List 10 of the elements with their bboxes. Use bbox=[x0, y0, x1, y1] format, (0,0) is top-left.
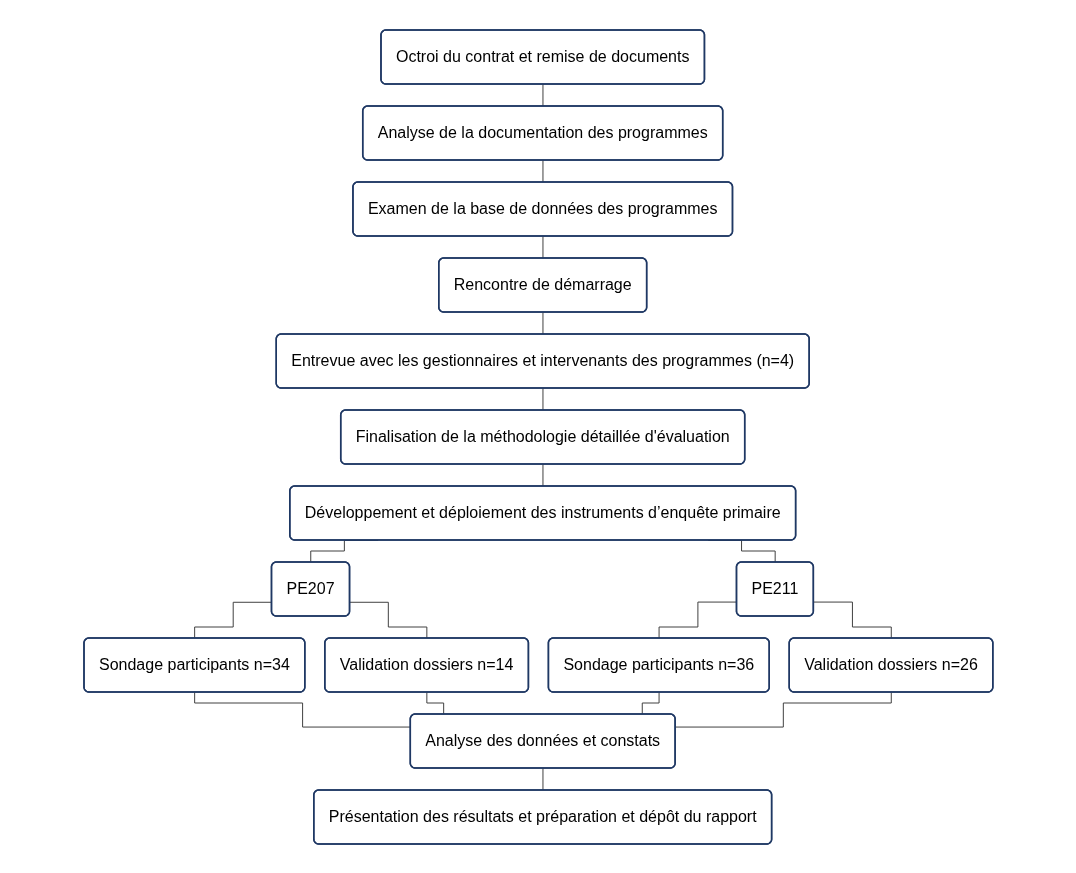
connector bbox=[542, 83, 544, 107]
connector bbox=[542, 159, 544, 183]
connector bbox=[542, 311, 544, 335]
connector bbox=[349, 601, 428, 639]
connector bbox=[674, 691, 892, 728]
connector bbox=[542, 387, 544, 411]
connector bbox=[542, 463, 544, 487]
connector bbox=[542, 767, 544, 791]
connector bbox=[812, 601, 892, 639]
connector bbox=[542, 235, 544, 259]
